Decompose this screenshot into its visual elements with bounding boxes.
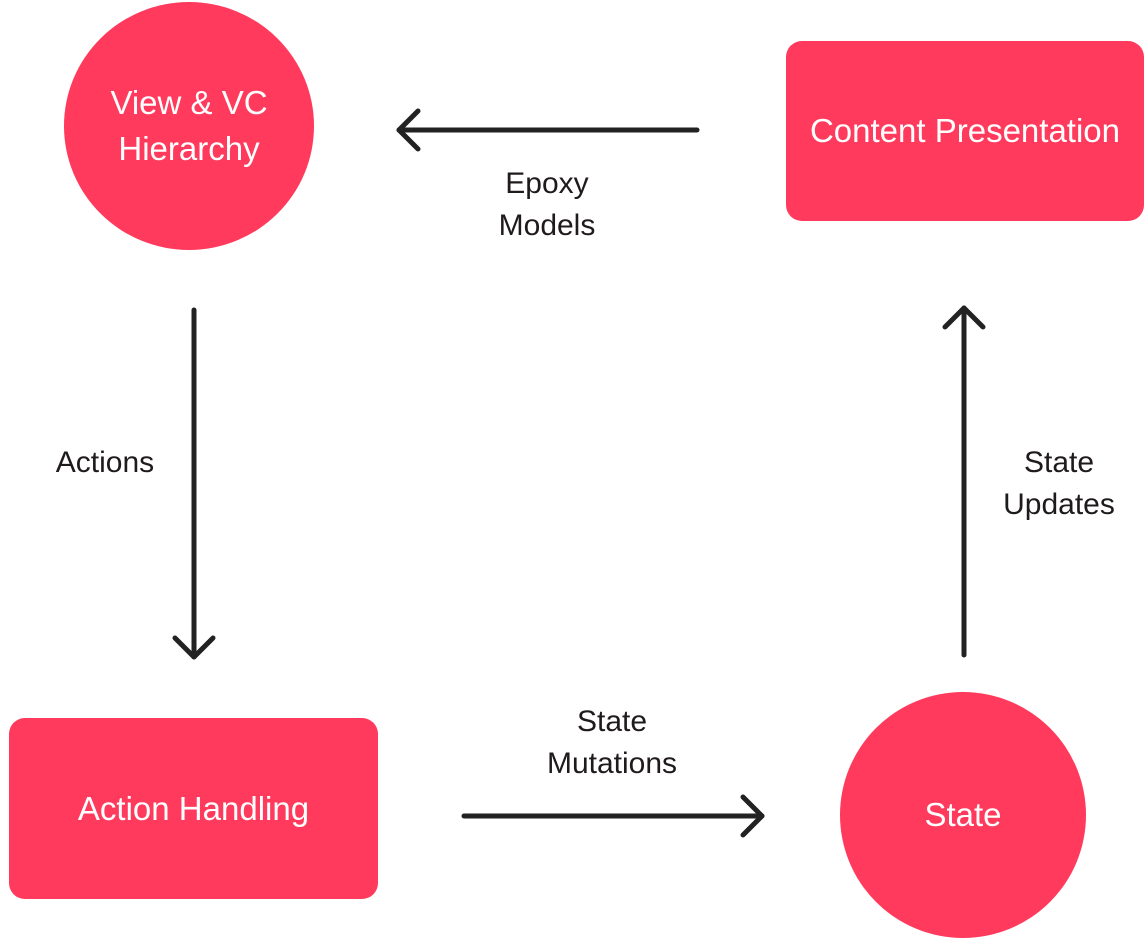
edge-label-epoxy-models: Epoxy Models (498, 167, 596, 242)
edge-label-state-updates: State Updates (1003, 446, 1115, 521)
state-node: State (840, 692, 1086, 938)
arrow-state-mutations (461, 794, 765, 838)
content-presentation-node: Content Presentation (786, 41, 1144, 221)
view-hierarchy-label: View & VC Hierarchy (110, 84, 268, 167)
action-handling-node: Action Handling (9, 718, 378, 899)
view-hierarchy-node: View & VC Hierarchy (64, 2, 314, 250)
arrow-actions (172, 307, 216, 660)
action-handling-label: Action Handling (77, 789, 310, 827)
edge-label-actions: Actions (55, 446, 155, 479)
arrow-state-updates (942, 305, 986, 658)
content-presentation-label: Content Presentation (809, 112, 1121, 149)
edge-label-state-mutations: State Mutations (546, 705, 678, 780)
arrow-epoxy-models (396, 108, 700, 152)
state-label: State (924, 796, 1002, 833)
